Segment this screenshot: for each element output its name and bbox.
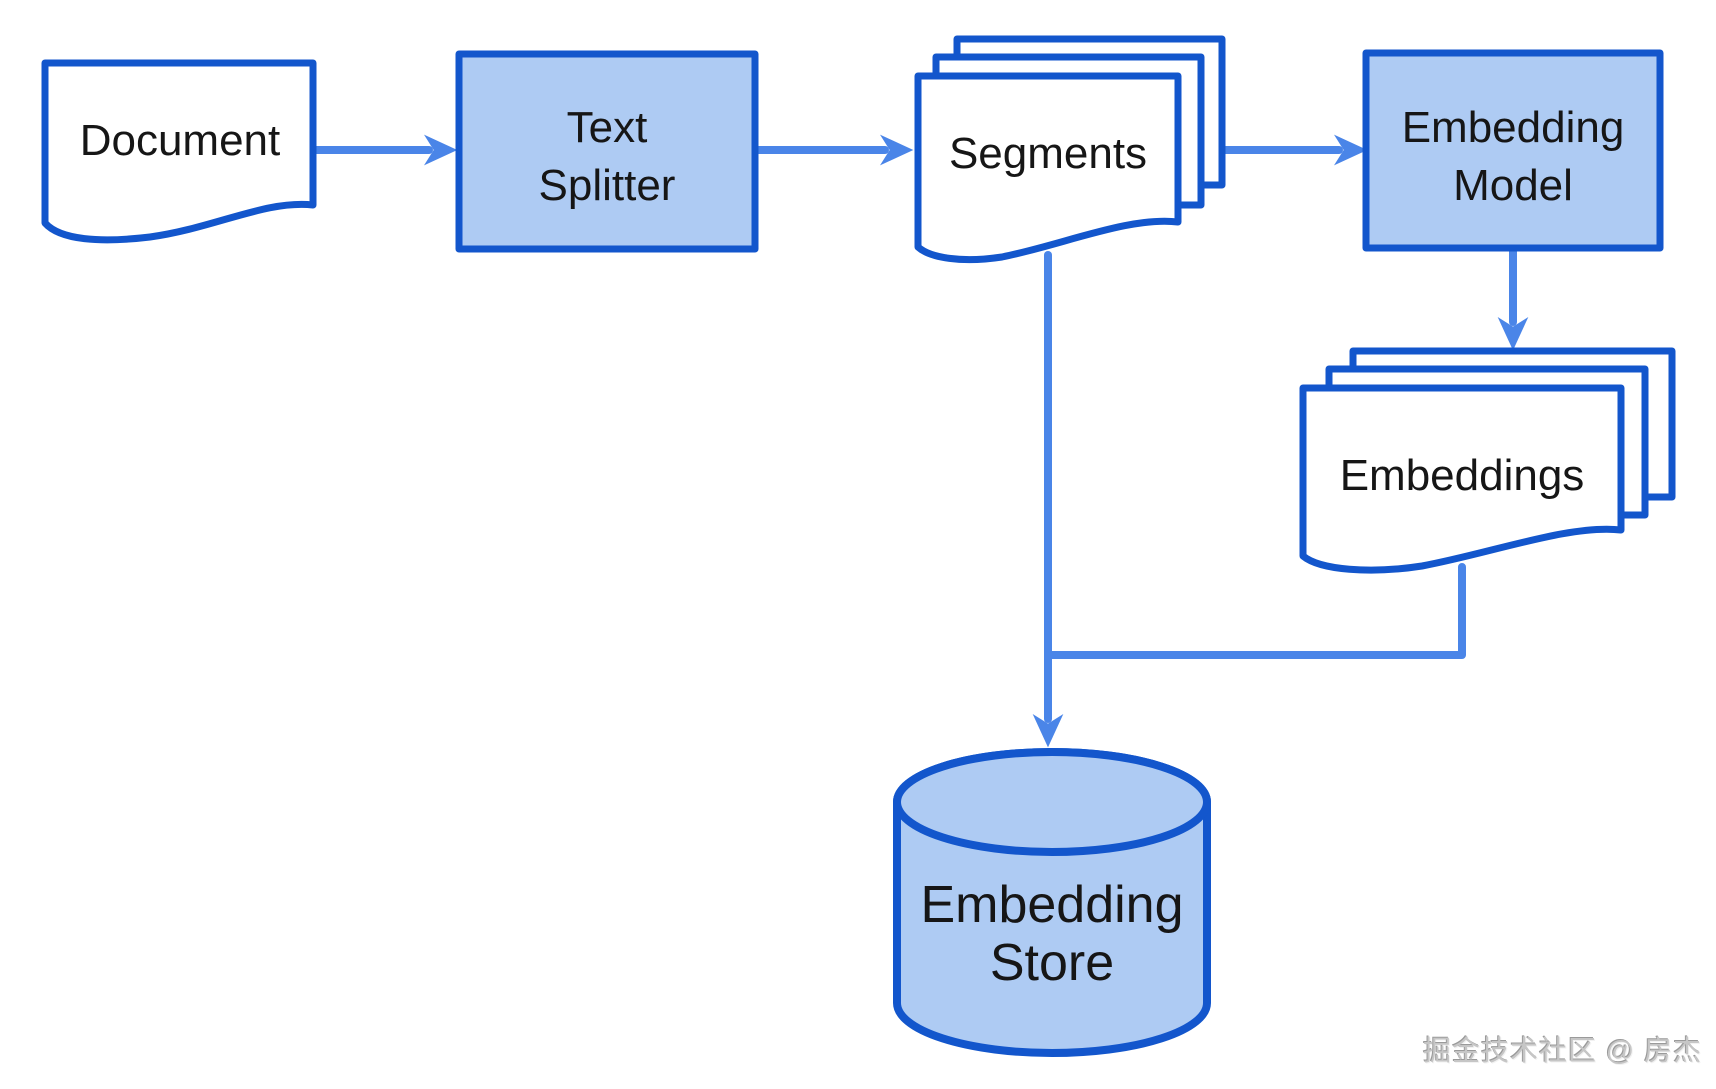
segments-front-page <box>914 72 1182 264</box>
node-document-label: Document <box>80 116 281 165</box>
text-splitter-box <box>455 50 759 253</box>
embeddings-front-page <box>1299 384 1625 574</box>
document-shape <box>41 59 317 244</box>
node-embedding-model-label-line1: Embedding <box>1402 103 1625 152</box>
node-text-splitter-label-line1: Text <box>567 103 648 152</box>
node-embeddings-label: Embeddings <box>1340 451 1585 500</box>
node-text-splitter-label-line2: Splitter <box>539 161 676 210</box>
node-embedding-model: Embedding Model <box>1362 49 1664 252</box>
node-embeddings: Embeddings <box>1299 347 1676 574</box>
node-embedding-store-label-line2: Store <box>990 934 1114 992</box>
embedding-store-cylinder-top <box>893 748 1211 856</box>
node-embedding-store: Embedding Store <box>893 748 1211 1057</box>
node-text-splitter: Text Splitter <box>455 50 759 253</box>
edge-embeddings-to-store <box>1048 563 1466 659</box>
node-document: Document <box>41 59 317 244</box>
node-embedding-store-label-line1: Embedding <box>920 876 1183 934</box>
node-embedding-model-label-line2: Model <box>1453 161 1573 210</box>
node-segments: Segments <box>914 35 1226 264</box>
node-segments-label: Segments <box>949 129 1147 178</box>
watermark-text: 掘金技术社区 @ 房杰 <box>1423 1035 1702 1066</box>
embedding-model-box <box>1362 49 1664 252</box>
